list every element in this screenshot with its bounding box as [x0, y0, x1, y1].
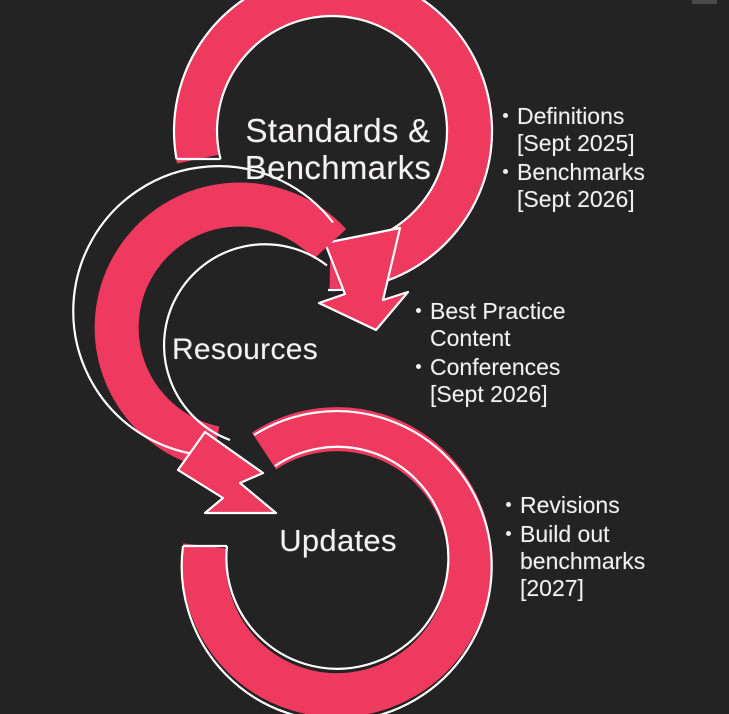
bullet-list-standards: Definitions [Sept 2025] Benchmarks [Sept…: [502, 103, 707, 216]
list-item: Best Practice Content: [415, 298, 630, 352]
bullet-dot-icon: [416, 308, 421, 313]
bullet-dot-icon: [503, 113, 508, 118]
bullet-text: [Sept 2026]: [430, 381, 548, 408]
list-item: Benchmarks [Sept 2026]: [502, 159, 707, 213]
bullet-list-resources: Best Practice Content Conferences [Sept …: [415, 298, 630, 411]
list-item: Conferences [Sept 2026]: [415, 354, 630, 408]
bullet-text: Conferences: [430, 354, 561, 381]
bullet-text: Best Practice: [430, 298, 566, 324]
bullet-dot-icon: [506, 531, 511, 537]
bullet-list-updates: Revisions Build out benchmarks [2027]: [505, 492, 715, 605]
stage-label-standards: Standards & Benchmarks: [244, 112, 432, 186]
circular-arrow-standards[interactable]: [172, 0, 494, 332]
bullet-text: [2027]: [520, 575, 584, 602]
screen-capture-artifact: [692, 0, 717, 4]
bullet-text: [Sept 2025]: [517, 130, 635, 157]
list-item: Build out benchmarks [2027]: [505, 521, 715, 602]
stage-label-updates: Updates: [279, 523, 397, 558]
circular-arrow-updates[interactable]: [180, 407, 493, 714]
bullet-text: Content: [430, 325, 511, 352]
bullet-dot-icon: [416, 364, 421, 370]
list-item: Definitions [Sept 2025]: [502, 103, 707, 157]
stage-label-resources: Resources: [171, 333, 319, 366]
list-item: Revisions: [505, 492, 715, 519]
bullet-dot-icon: [506, 502, 511, 507]
bullet-dot-icon: [503, 169, 508, 175]
bullet-text: Revisions: [520, 492, 620, 518]
bullet-text: Build out: [520, 521, 610, 548]
bullet-text: Benchmarks: [517, 159, 645, 186]
bullet-text: Definitions: [517, 103, 625, 129]
bullet-text: benchmarks: [520, 548, 646, 575]
circular-arrow-resources[interactable]: [72, 165, 347, 515]
bullet-text: [Sept 2026]: [517, 186, 635, 213]
